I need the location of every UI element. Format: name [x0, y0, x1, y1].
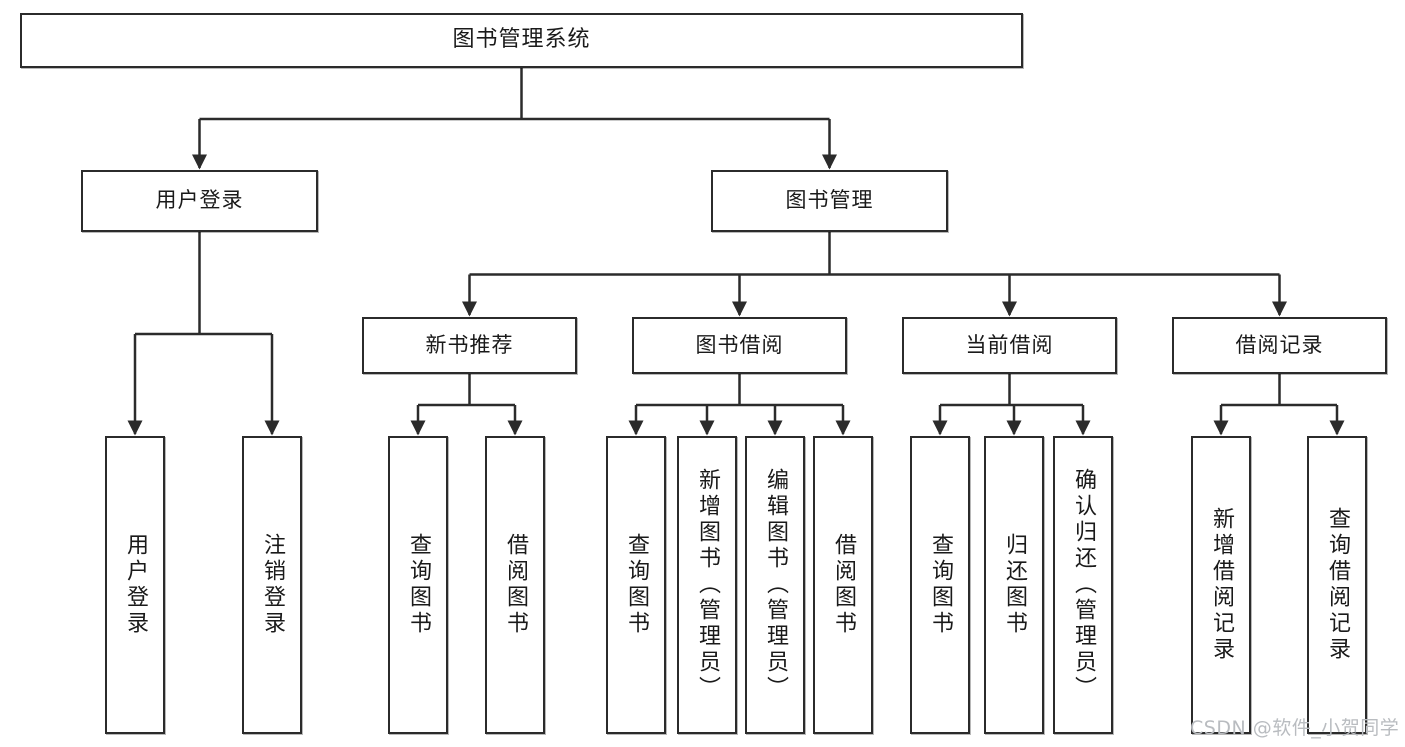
node-leaf-query-book-2[interactable]: 查询图书 [606, 436, 666, 734]
node-label: 查询图书 [928, 533, 953, 637]
node-label: 当前借阅 [965, 332, 1054, 357]
node-label: 确认归还（管理员） [1071, 468, 1096, 702]
node-leaf-query-book-3[interactable]: 查询图书 [910, 436, 970, 734]
node-label: 查询借阅记录 [1325, 507, 1350, 663]
node-borrow-record[interactable]: 借阅记录 [1172, 317, 1387, 374]
node-leaf-logout[interactable]: 注销登录 [242, 436, 302, 734]
node-current-borrow[interactable]: 当前借阅 [902, 317, 1117, 374]
node-label: 注销登录 [260, 533, 285, 637]
connector-lines [127, 68, 1345, 436]
node-leaf-confirm-return[interactable]: 确认归还（管理员） [1053, 436, 1113, 734]
node-label: 新书推荐 [425, 332, 514, 357]
node-leaf-borrow-book-1[interactable]: 借阅图书 [485, 436, 545, 734]
node-label: 新增图书（管理员） [695, 468, 720, 702]
node-label: 用户登录 [123, 533, 148, 637]
node-root[interactable]: 图书管理系统 [20, 13, 1023, 68]
node-label: 借阅记录 [1235, 332, 1324, 357]
node-leaf-add-book[interactable]: 新增图书（管理员） [677, 436, 737, 734]
node-label: 新增借阅记录 [1209, 507, 1234, 663]
node-leaf-edit-book[interactable]: 编辑图书（管理员） [745, 436, 805, 734]
node-label: 借阅图书 [831, 533, 856, 637]
node-user-login[interactable]: 用户登录 [81, 170, 318, 232]
node-leaf-query-book-1[interactable]: 查询图书 [388, 436, 448, 734]
node-leaf-query-record[interactable]: 查询借阅记录 [1307, 436, 1367, 734]
node-label: 图书管理系统 [452, 27, 591, 53]
node-leaf-add-record[interactable]: 新增借阅记录 [1191, 436, 1251, 734]
node-leaf-borrow-book-2[interactable]: 借阅图书 [813, 436, 873, 734]
node-label: 查询图书 [406, 533, 431, 637]
node-leaf-return-book[interactable]: 归还图书 [984, 436, 1044, 734]
node-leaf-user-login[interactable]: 用户登录 [105, 436, 165, 734]
node-label: 图书管理 [785, 188, 874, 213]
node-new-book-rec[interactable]: 新书推荐 [362, 317, 577, 374]
watermark-text: CSDN @软件_小贺同学 [1190, 717, 1400, 739]
node-label: 编辑图书（管理员） [763, 468, 788, 702]
node-book-borrow[interactable]: 图书借阅 [632, 317, 847, 374]
node-label: 查询图书 [624, 533, 649, 637]
node-label: 归还图书 [1002, 533, 1027, 637]
node-label: 图书借阅 [695, 332, 784, 357]
node-label: 借阅图书 [503, 533, 528, 637]
node-book-manage[interactable]: 图书管理 [711, 170, 948, 232]
node-label: 用户登录 [155, 188, 244, 213]
